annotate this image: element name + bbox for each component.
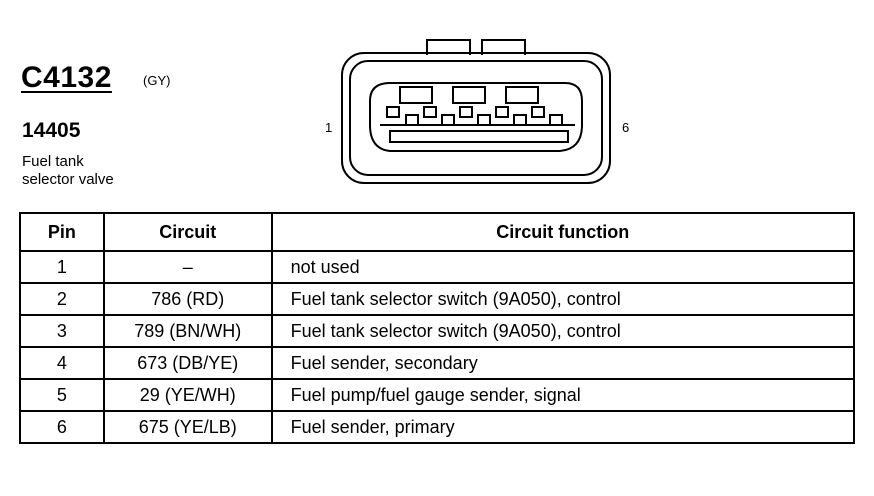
pin-cell: 4: [19, 346, 105, 380]
pin-socket: [495, 106, 509, 118]
table-row: 1 – not used: [19, 250, 856, 284]
pin-cell: 3: [19, 314, 105, 348]
pin-cell: 2: [19, 282, 105, 316]
component-description: Fuel tank selector valve: [22, 153, 114, 189]
table-row: 5 29 (YE/WH) Fuel pump/fuel gauge sender…: [19, 378, 856, 412]
table-row: 3 789 (BN/WH) Fuel tank selector switch …: [19, 314, 856, 348]
pin-socket: [423, 106, 437, 118]
function-cell: Fuel sender, primary: [270, 410, 856, 444]
component-description-line1: Fuel tank: [22, 153, 84, 170]
locking-tab-left: [426, 39, 471, 55]
terminal-block: [505, 86, 539, 104]
pin-socket: [477, 114, 491, 126]
pin-socket: [513, 114, 527, 126]
header-circuit-function: Circuit function: [270, 212, 856, 252]
function-cell: Fuel tank selector switch (9A050), contr…: [270, 282, 856, 316]
circuit-cell: –: [102, 250, 273, 284]
pin-socket: [549, 114, 563, 126]
terminal-block: [452, 86, 486, 104]
connector-housing-outer: [341, 52, 611, 184]
table-row: 6 675 (YE/LB) Fuel sender, primary: [19, 410, 856, 444]
component-description-line2: selector valve: [22, 171, 114, 188]
table-row: 2 786 (RD) Fuel tank selector switch (9A…: [19, 282, 856, 316]
pin-cell: 6: [19, 410, 105, 444]
connector-housing-inner: [349, 60, 603, 176]
locking-tab-right: [481, 39, 526, 55]
pin-socket: [441, 114, 455, 126]
function-cell: Fuel sender, secondary: [270, 346, 856, 380]
function-cell: Fuel tank selector switch (9A050), contr…: [270, 314, 856, 348]
terminal-bar: [389, 130, 569, 143]
header-circuit: Circuit: [102, 212, 273, 252]
circuit-cell: 673 (DB/YE): [102, 346, 273, 380]
pin-socket: [459, 106, 473, 118]
terminal-cavity: [369, 82, 583, 152]
pin-label-left: 1: [325, 120, 333, 135]
connector-id: C4132: [21, 61, 112, 94]
component-number: 14405: [22, 119, 81, 142]
circuit-cell: 786 (RD): [102, 282, 273, 316]
connector-color: (GY): [143, 73, 171, 88]
terminal-block: [399, 86, 433, 104]
pin-socket: [405, 114, 419, 126]
circuit-cell: 675 (YE/LB): [102, 410, 273, 444]
circuit-cell: 789 (BN/WH): [102, 314, 273, 348]
connector-face-drawing: [341, 39, 611, 184]
table-row: 4 673 (DB/YE) Fuel sender, secondary: [19, 346, 856, 380]
function-cell: Fuel pump/fuel gauge sender, signal: [270, 378, 856, 412]
pinout-table: Pin Circuit Circuit function 1 – not use…: [19, 212, 856, 444]
table-header-row: Pin Circuit Circuit function: [19, 212, 856, 252]
function-cell: not used: [270, 250, 856, 284]
pin-cell: 1: [19, 250, 105, 284]
pin-cell: 5: [19, 378, 105, 412]
pin-label-right: 6: [622, 120, 630, 135]
header-pin: Pin: [19, 212, 105, 252]
pin-socket: [531, 106, 545, 118]
pin-socket: [386, 106, 400, 118]
circuit-cell: 29 (YE/WH): [102, 378, 273, 412]
